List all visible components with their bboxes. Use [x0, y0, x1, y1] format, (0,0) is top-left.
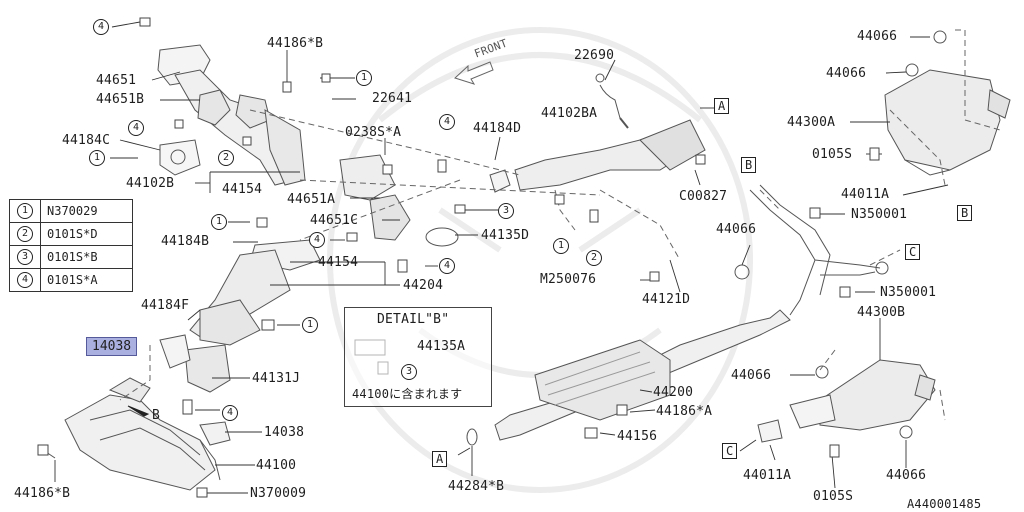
- part-label-44186a[interactable]: 44186*A: [656, 404, 713, 419]
- detail-title: DETAIL"B": [377, 312, 450, 327]
- part-label-0105s-low[interactable]: 0105S: [813, 489, 854, 504]
- part-label-22641[interactable]: 22641: [372, 91, 413, 106]
- part-label-n370009[interactable]: N370009: [250, 486, 307, 501]
- part-label-n350001[interactable]: N350001: [851, 207, 908, 222]
- part-label-44184c[interactable]: 44184C: [62, 133, 111, 148]
- legend-code: 0101S*D: [47, 227, 98, 241]
- ref-circle: 4: [309, 232, 325, 248]
- highlighted-part-label[interactable]: 14038: [86, 337, 138, 356]
- detail-b-box: DETAIL"B" 44135A 3 44100に含まれます: [344, 307, 492, 407]
- legend-row: 2 0101S*D: [10, 223, 132, 246]
- doc-number: A440001485: [907, 497, 982, 511]
- detail-part-label[interactable]: 44135A: [417, 339, 466, 354]
- ref-box: C: [722, 443, 738, 459]
- part-label-0105s[interactable]: 0105S: [812, 147, 853, 162]
- legend-code: 0101S*A: [47, 273, 98, 287]
- part-label-c00827[interactable]: C00827: [679, 189, 728, 204]
- part-label-44102ba[interactable]: 44102BA: [541, 106, 598, 121]
- ref-circle: 1: [211, 214, 227, 230]
- legend-table: 1 N370029 2 0101S*D 3 0101S*B 4 0101S*A: [9, 199, 133, 292]
- part-label-44102b[interactable]: 44102B: [126, 176, 175, 191]
- ref-circle: 2: [586, 250, 602, 266]
- part-label-44184f[interactable]: 44184F: [141, 298, 190, 313]
- ref-circle: 4: [439, 258, 455, 274]
- legend-circle: 2: [17, 226, 33, 242]
- ref-box: B: [741, 157, 757, 173]
- part-label-44156[interactable]: 44156: [617, 429, 658, 444]
- legend-circle: 3: [17, 249, 33, 265]
- part-label-n350001-low[interactable]: N350001: [880, 285, 937, 300]
- ref-circle: 1: [553, 238, 569, 254]
- ref-box: A: [432, 451, 448, 467]
- ref-circle: 4: [128, 120, 144, 136]
- ref-circle: 4: [93, 19, 109, 35]
- part-label-44131j[interactable]: 44131J: [252, 371, 301, 386]
- front-arrow: [454, 61, 494, 85]
- part-label-44284b[interactable]: 44284*B: [448, 479, 505, 494]
- detail-circle: 3: [401, 364, 417, 380]
- ref-circle: 2: [218, 150, 234, 166]
- part-label-44154-mid[interactable]: 44154: [318, 255, 359, 270]
- part-label-44200[interactable]: 44200: [653, 385, 694, 400]
- legend-row: 1 N370029: [10, 200, 132, 223]
- part-label-44011a[interactable]: 44011A: [841, 187, 890, 202]
- ref-box: C: [905, 244, 921, 260]
- part-label-44154[interactable]: 44154: [222, 182, 263, 197]
- part-label-44651a[interactable]: 44651A: [287, 192, 336, 207]
- part-label-44651c[interactable]: 44651C: [310, 213, 359, 228]
- ref-circle: 4: [222, 405, 238, 421]
- detail-b-marker: B: [152, 408, 161, 423]
- part-label-44066-e[interactable]: 44066: [886, 468, 927, 483]
- part-label-44135d[interactable]: 44135D: [481, 228, 530, 243]
- part-label-44186b-low[interactable]: 44186*B: [14, 486, 71, 501]
- part-label-44651b[interactable]: 44651B: [96, 92, 145, 107]
- ref-circle: 1: [302, 317, 318, 333]
- part-label-44121d[interactable]: 44121D: [642, 292, 691, 307]
- part-label-44186b[interactable]: 44186*B: [267, 36, 324, 51]
- part-label-44066-c[interactable]: 44066: [716, 222, 757, 237]
- ref-box: A: [714, 98, 730, 114]
- part-label-44066-a[interactable]: 44066: [857, 29, 898, 44]
- part-label-m250076[interactable]: M250076: [540, 272, 597, 287]
- legend-row: 4 0101S*A: [10, 269, 132, 291]
- part-label-0238sa[interactable]: 0238S*A: [345, 125, 402, 140]
- part-label-44300b[interactable]: 44300B: [857, 305, 906, 320]
- part-label-44204[interactable]: 44204: [403, 278, 444, 293]
- part-label-44651[interactable]: 44651: [96, 73, 137, 88]
- ref-circle: 3: [498, 203, 514, 219]
- ref-box: B: [957, 205, 973, 221]
- part-label-44184d[interactable]: 44184D: [473, 121, 522, 136]
- part-label-44066-d[interactable]: 44066: [731, 368, 772, 383]
- part-label-22690[interactable]: 22690: [574, 48, 615, 63]
- detail-note: 44100に含まれます: [352, 387, 463, 401]
- part-label-44100[interactable]: 44100: [256, 458, 297, 473]
- legend-code: 0101S*B: [47, 250, 98, 264]
- legend-row: 3 0101S*B: [10, 246, 132, 269]
- legend-circle: 1: [17, 203, 33, 219]
- ref-circle: 1: [89, 150, 105, 166]
- legend-code: N370029: [47, 204, 98, 218]
- legend-circle: 4: [17, 272, 33, 288]
- part-label-44011a-low[interactable]: 44011A: [743, 468, 792, 483]
- ref-circle: 1: [356, 70, 372, 86]
- detail-b-arrow: [127, 405, 150, 417]
- ref-circle: 4: [439, 114, 455, 130]
- part-label-14038[interactable]: 14038: [264, 425, 305, 440]
- part-label-44066-b[interactable]: 44066: [826, 66, 867, 81]
- part-label-44184b[interactable]: 44184B: [161, 234, 210, 249]
- part-label-44300a[interactable]: 44300A: [787, 115, 836, 130]
